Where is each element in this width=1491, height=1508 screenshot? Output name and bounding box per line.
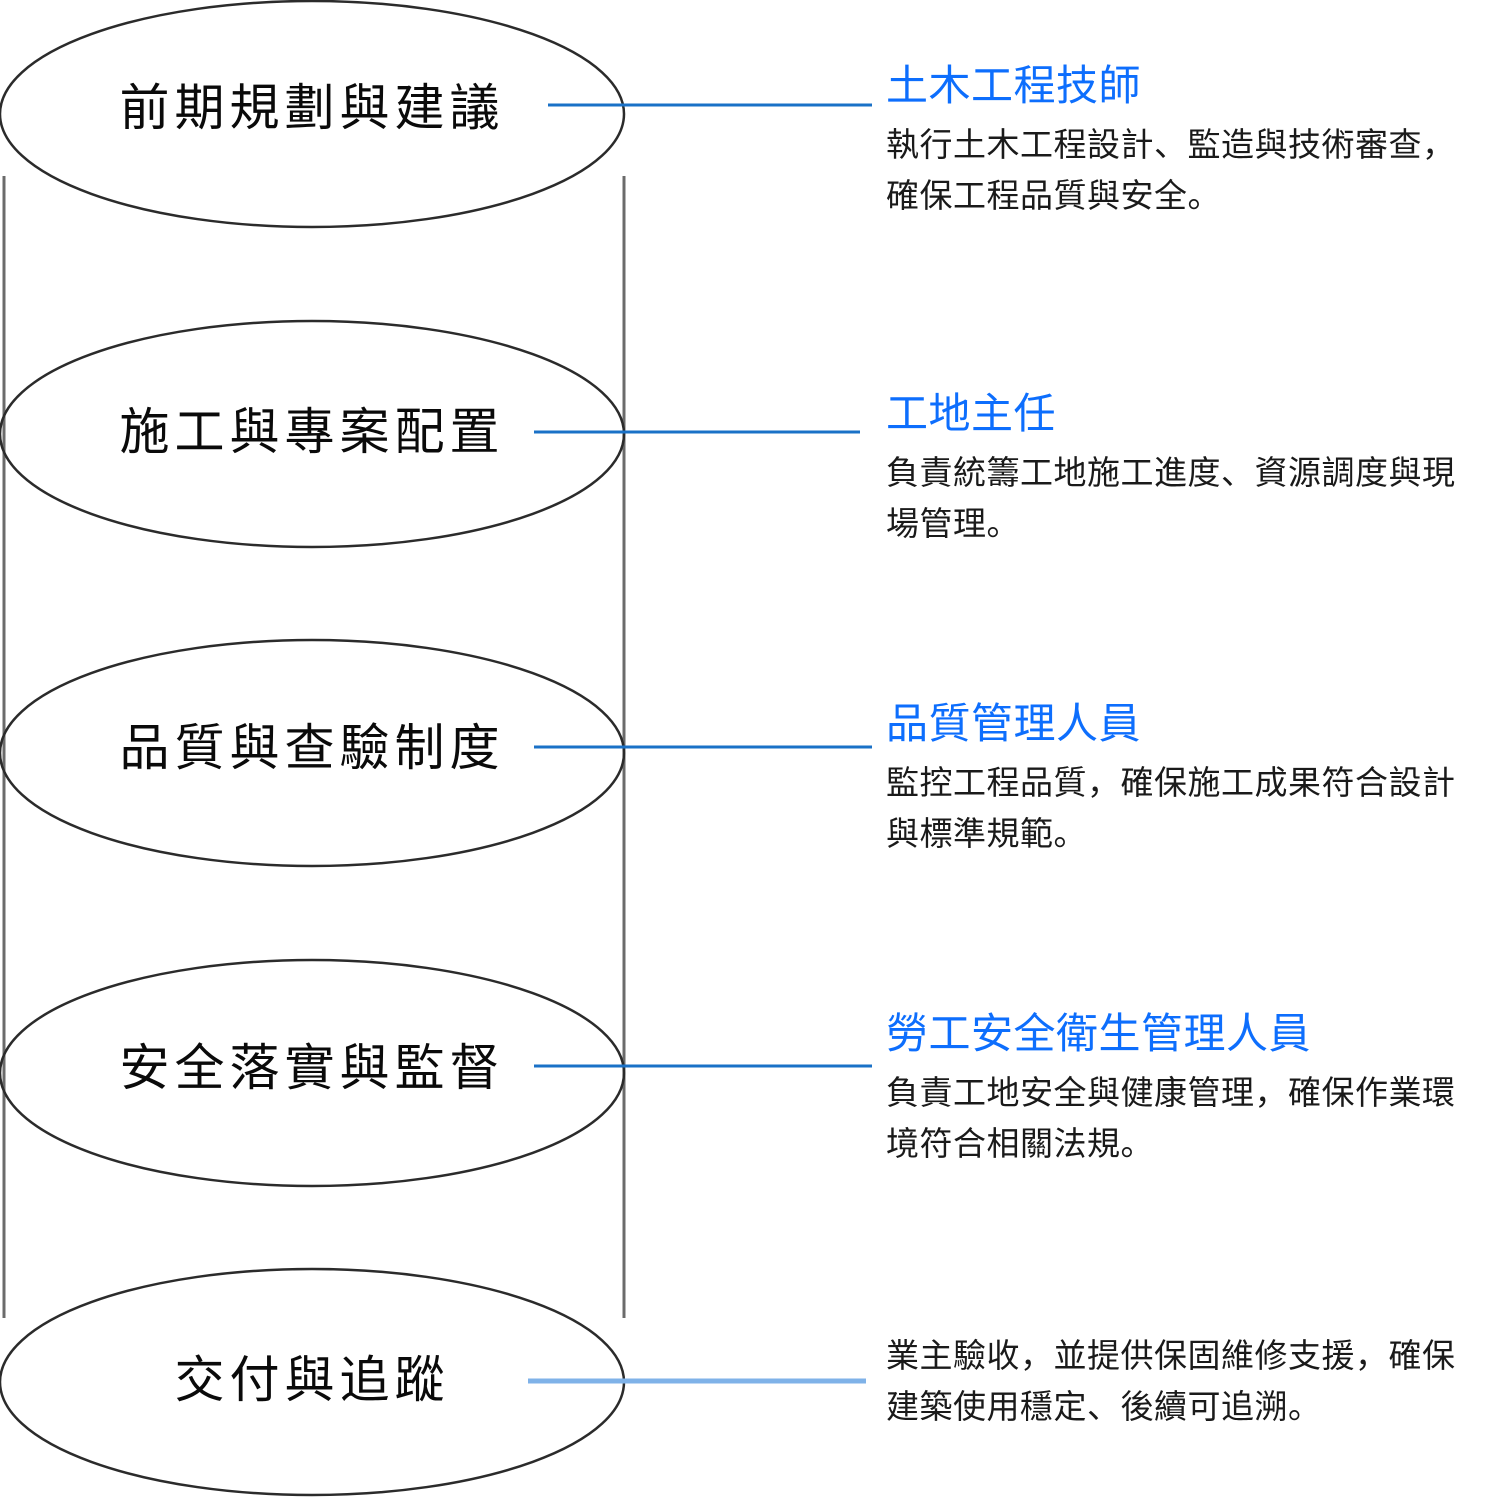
stage-label-1: 前期規劃與建議 [119,80,505,136]
stage-ellipse-4[interactable] [0,958,626,1188]
stage-label-2: 施工與專案配置 [119,404,505,460]
role-block-2: 工地主任 負責統籌工地施工進度、資源調度與現場管理。 [886,390,1486,549]
stage-label-4: 安全落實與監督 [119,1040,505,1096]
role-block-1: 土木工程技師 執行土木工程設計、監造與技術審查，確保工程品質與安全。 [886,62,1486,221]
role-desc-1: 執行土木工程設計、監造與技術審查，確保工程品質與安全。 [886,126,1456,215]
role-block-3: 品質管理人員 監控工程品質，確保施工成果符合設計與標準規範。 [886,700,1486,859]
role-block-4: 勞工安全衛生管理人員 負責工地安全與健康管理，確保作業環境符合相關法規。 [886,1010,1486,1169]
role-desc-4: 負責工地安全與健康管理，確保作業環境符合相關法規。 [886,1074,1456,1163]
role-block-5: 業主驗收，並提供保固維修支援，確保建築使用穩定、後續可追溯。 [886,1330,1486,1432]
role-title-1: 土木工程技師 [886,62,1142,109]
role-desc-5: 業主驗收，並提供保固維修支援，確保建築使用穩定、後續可追溯。 [886,1337,1456,1426]
role-desc-3: 監控工程品質，確保施工成果符合設計與標準規範。 [886,764,1456,853]
role-desc-2: 負責統籌工地施工進度、資源調度與現場管理。 [886,454,1456,543]
stage-ellipse-2[interactable] [0,319,626,549]
stage-label-5: 交付與追蹤 [174,1352,450,1408]
role-title-2: 工地主任 [886,390,1057,437]
stage-ellipse-3[interactable] [0,638,626,868]
stage-ellipse-1[interactable] [0,0,626,229]
role-title-3: 品質管理人員 [886,700,1142,747]
role-title-4: 勞工安全衛生管理人員 [886,1010,1312,1057]
stage-label-3: 品質與查驗制度 [119,720,505,776]
